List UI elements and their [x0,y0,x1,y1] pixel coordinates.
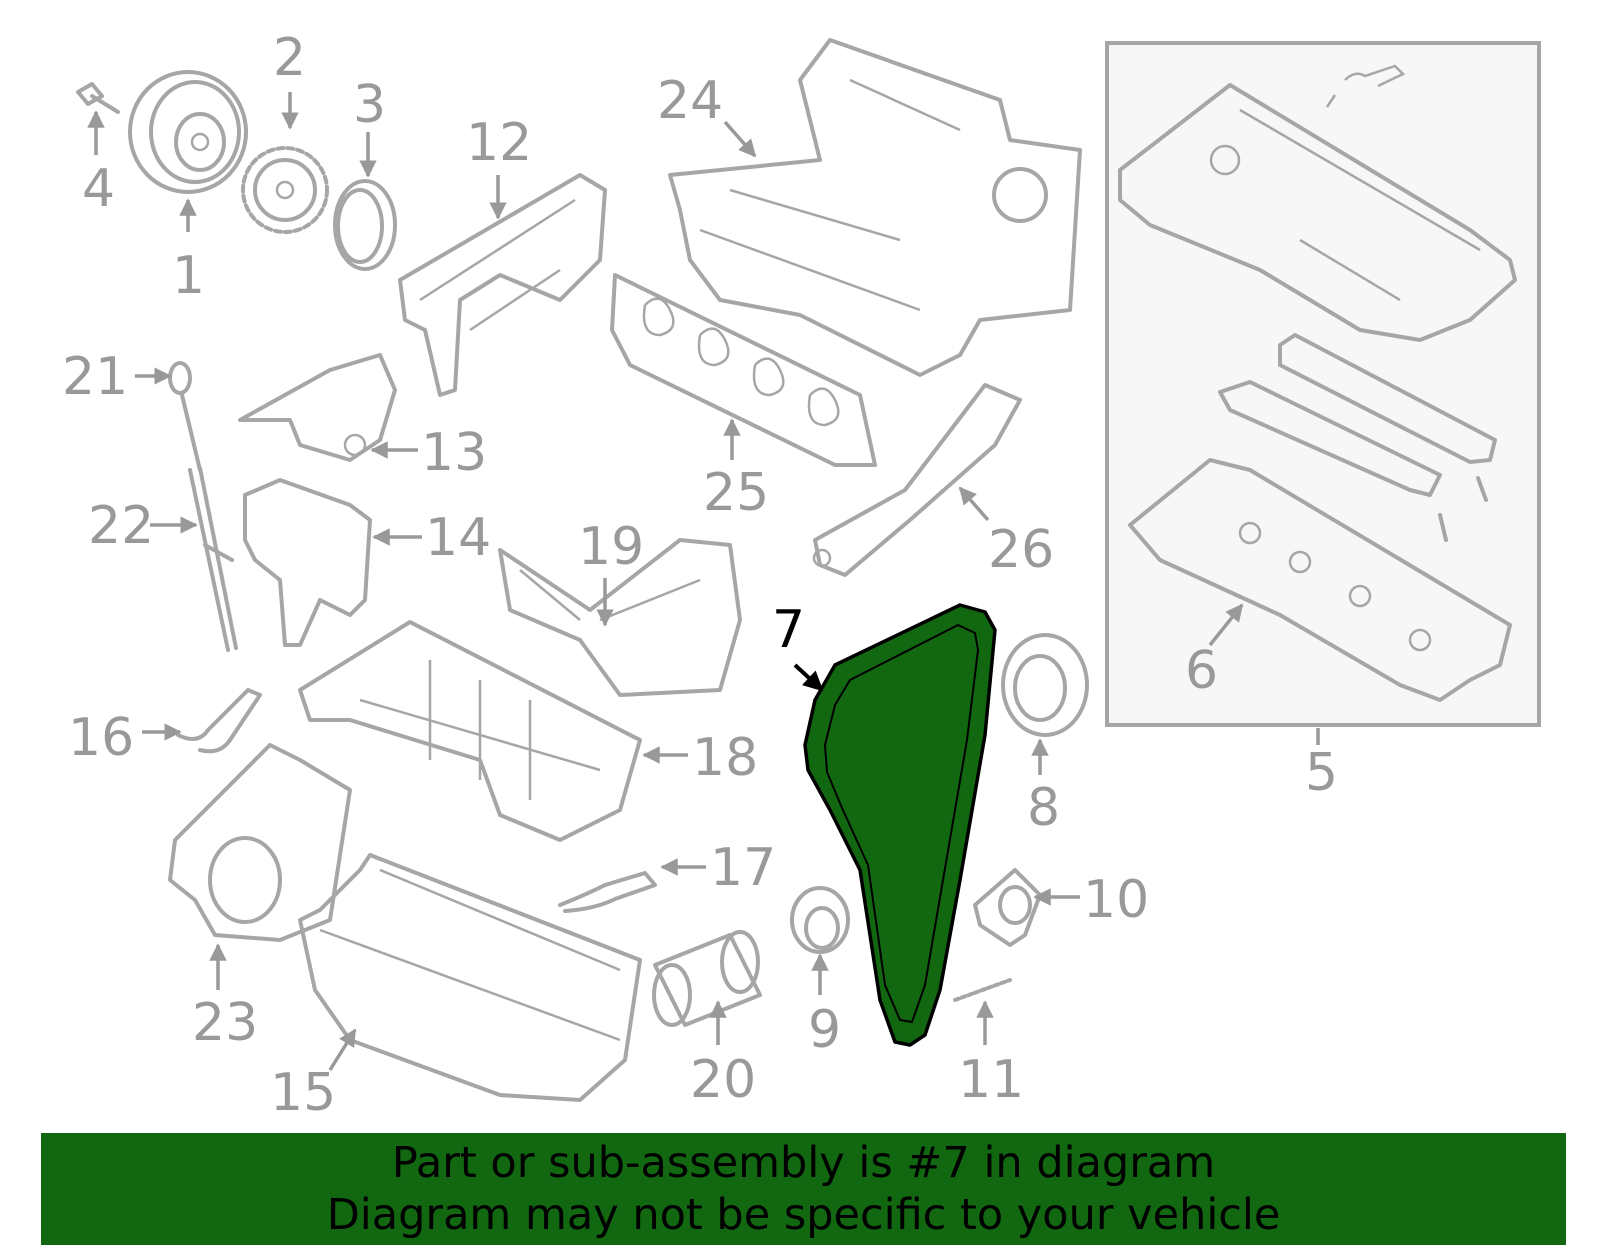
part-3-plate[interactable] [333,179,397,271]
part-11-tensioner-spring[interactable] [953,978,1012,1002]
callout-20: 20 [690,1050,756,1110]
part-5-valve-cover[interactable] [1118,64,1517,342]
part-17-oil-level-sensor[interactable] [558,871,657,913]
callout-15: 15 [270,1063,336,1123]
banner-line-1: Part or sub-assembly is #7 in diagram [391,1138,1216,1188]
part-9-idler[interactable] [790,886,850,954]
part-15-oil-pan[interactable] [298,853,642,1102]
callout-18: 18 [692,728,758,788]
part-6-valve-cover-gasket[interactable] [1128,458,1512,702]
banner-line-2: Diagram may not be specific to your vehi… [326,1190,1281,1240]
part-19-stiffener[interactable] [498,538,742,697]
callout-19: 19 [578,517,644,577]
valve-cover-inset-box [1105,41,1541,727]
part-4-bolt[interactable] [76,82,120,114]
callout-4: 4 [82,159,115,219]
callout-labels: 1 2 3 4 5 6 7 8 9 10 11 12 13 14 15 16 1… [62,28,1338,1123]
part-24-intake-manifold[interactable] [668,38,1082,377]
callout-11: 11 [958,1050,1024,1110]
part-13-timing-cover-middle[interactable] [238,353,397,462]
callout-14: 14 [425,508,491,568]
part-18-oil-pan-upper[interactable] [298,620,642,842]
callout-2: 2 [273,28,306,88]
callout-arrows [87,92,1320,1071]
callout-1: 1 [172,246,205,306]
callout-12: 12 [466,113,532,173]
callout-23: 23 [192,993,258,1053]
part-25-intake-gasket[interactable] [610,273,877,467]
callout-9: 9 [808,1000,841,1060]
part-16-oil-pipe[interactable] [176,688,262,754]
callout-21: 21 [62,347,128,407]
part-7-timing-belt[interactable] [803,603,997,1047]
info-banner: Part or sub-assembly is #7 in diagram Di… [41,1133,1566,1245]
part-22-dipstick-tube[interactable] [188,466,238,652]
callout-22: 22 [88,496,154,556]
callout-3: 3 [353,75,386,135]
part-8-idler-pulley[interactable] [1001,633,1089,737]
callout-8: 8 [1027,778,1060,838]
part-1-crank-pulley[interactable] [128,70,248,194]
callout-5: 5 [1305,743,1338,803]
part-23-oil-pump[interactable] [168,743,352,942]
callout-10: 10 [1083,870,1149,930]
callout-24: 24 [657,71,723,131]
callout-25: 25 [703,463,769,523]
engine-parts-diagram: 1 2 3 4 5 6 7 8 9 10 11 12 13 14 15 16 1… [62,28,1541,1123]
callout-26: 26 [988,520,1054,580]
callout-17: 17 [710,838,776,898]
callout-16: 16 [68,708,134,768]
part-2-sprocket[interactable] [241,146,329,234]
part-20-oil-filter[interactable] [652,930,762,1027]
part-5-spark-plug-gaskets[interactable] [1218,333,1497,497]
part-21-dipstick[interactable] [168,361,202,472]
part-26-bracket[interactable] [812,383,1022,577]
part-14-timing-cover-lower[interactable] [243,478,372,647]
part-12-timing-cover[interactable] [398,173,607,397]
callout-6: 6 [1185,641,1218,701]
callout-13: 13 [421,423,487,483]
callout-7: 7 [772,600,805,660]
part-10-tensioner[interactable] [973,868,1042,947]
